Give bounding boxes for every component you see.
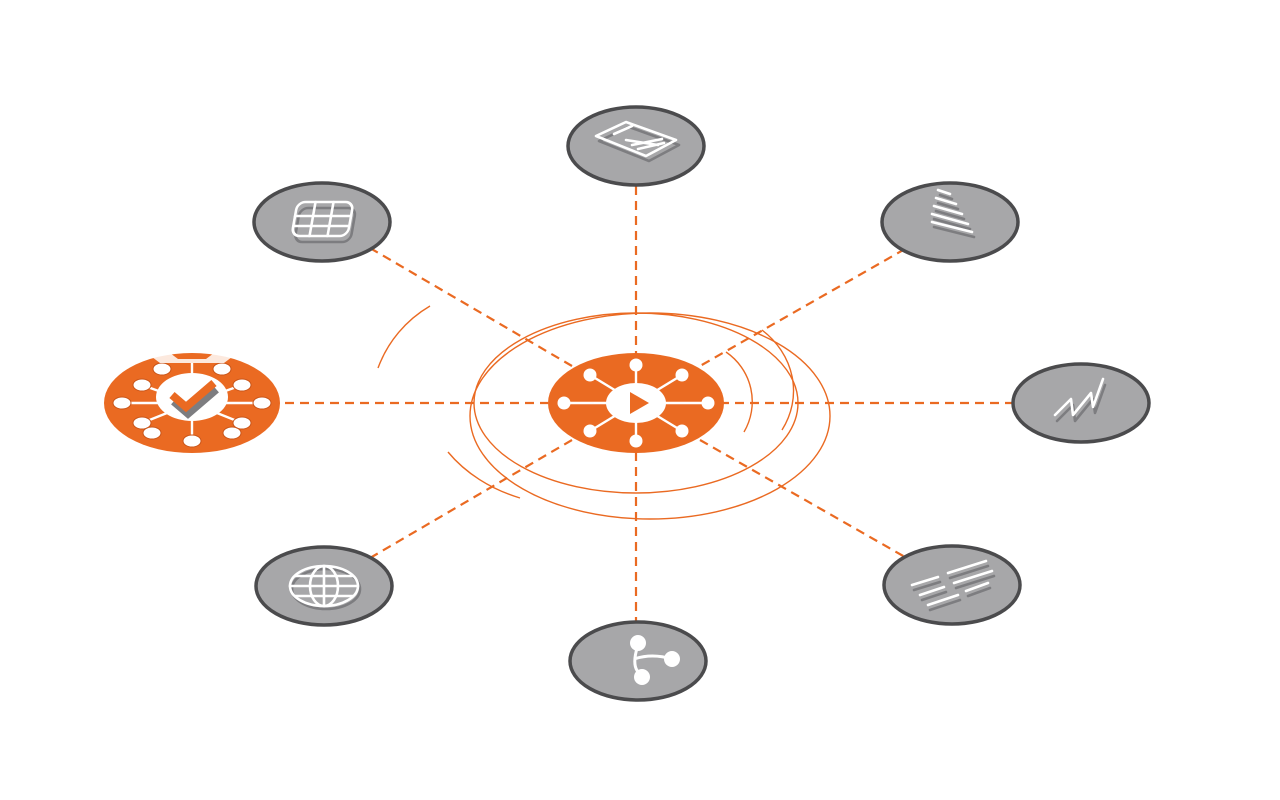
signal-rings — [377, 305, 831, 520]
central-hub[interactable] — [548, 353, 724, 453]
ring-arc-mid-right — [761, 329, 795, 431]
ring-arc-left-upper — [377, 305, 431, 369]
node-top[interactable] — [566, 105, 706, 187]
connector-top-right — [699, 248, 906, 367]
ring-arc-inner-right — [725, 351, 753, 433]
globe-grid-icon — [288, 564, 362, 611]
play-network-icon — [557, 358, 715, 448]
connector-lines — [285, 186, 1012, 622]
document-icon — [594, 120, 681, 163]
node-top-left[interactable] — [252, 181, 392, 263]
dashed-lines-icon — [910, 559, 996, 612]
stacked-bars-icon — [930, 188, 976, 239]
node-bottom[interactable] — [568, 620, 708, 702]
node-bottom-right[interactable] — [882, 544, 1022, 626]
node-bottom-left[interactable] — [254, 545, 394, 627]
connector-bottom-left — [369, 439, 573, 559]
connector-top-left — [369, 247, 573, 367]
zigzag-line-icon — [1053, 377, 1107, 423]
active-node-left[interactable] — [104, 353, 280, 453]
connector-bottom-right — [699, 439, 906, 558]
table-grid-icon — [291, 200, 357, 244]
branch-nodes-icon — [630, 635, 680, 685]
checkmark-network-icon — [112, 353, 272, 448]
ring-inner — [473, 312, 799, 494]
ring-arc-left-lower — [447, 451, 521, 499]
node-right[interactable] — [1011, 362, 1151, 444]
node-top-right[interactable] — [880, 181, 1020, 263]
